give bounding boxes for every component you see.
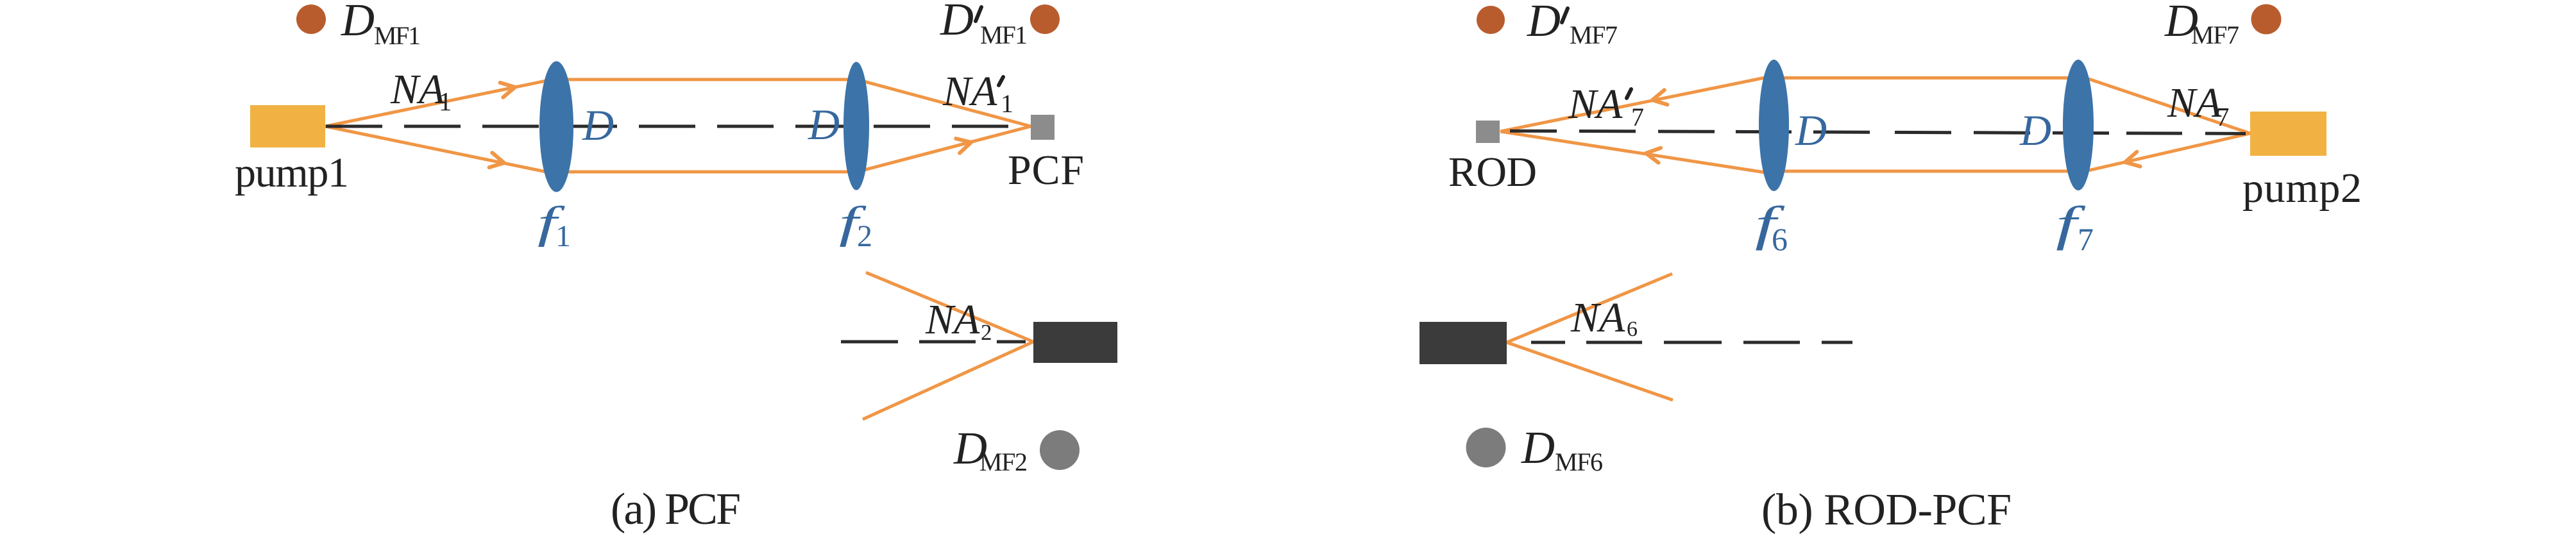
svg-text:1: 1 — [439, 87, 452, 116]
svg-text:NA: NA — [390, 66, 445, 113]
svg-text:(b) ROD-PCF: (b) ROD-PCF — [1761, 485, 2012, 535]
svg-text:ROD: ROD — [1448, 149, 1537, 196]
svg-text:6: 6 — [1772, 221, 1788, 257]
svg-text:NA: NA — [2167, 80, 2222, 126]
svg-text:1: 1 — [555, 219, 571, 253]
svg-text:MF6: MF6 — [1555, 448, 1603, 476]
svg-text:7: 7 — [1631, 103, 1644, 131]
svg-text:D: D — [2019, 106, 2051, 155]
svg-text:PCF: PCF — [1008, 147, 1084, 194]
svg-text:6: 6 — [1627, 317, 1638, 341]
svg-text:7: 7 — [2078, 221, 2094, 257]
svg-text:D: D — [341, 0, 375, 46]
svg-text:pump1: pump1 — [235, 149, 349, 196]
svg-text:D: D — [1527, 0, 1561, 46]
svg-text:D: D — [808, 100, 840, 149]
svg-text:pump2: pump2 — [2242, 165, 2362, 212]
svg-text:MF2: MF2 — [979, 448, 1028, 476]
svg-text:MF1: MF1 — [980, 21, 1028, 49]
svg-text:D: D — [1521, 422, 1555, 473]
svg-text:D: D — [2164, 0, 2198, 46]
svg-text:D: D — [582, 101, 614, 149]
svg-text:NA: NA — [1570, 294, 1625, 341]
svg-text:NA: NA — [925, 296, 980, 343]
svg-text:MF7: MF7 — [2191, 21, 2239, 49]
svg-text:NA: NA — [942, 68, 997, 115]
svg-text:2: 2 — [857, 219, 872, 253]
svg-text:(a) PCF: (a) PCF — [611, 485, 741, 534]
svg-text:2: 2 — [981, 320, 992, 345]
svg-text:D: D — [953, 423, 987, 474]
svg-text:NA: NA — [1568, 81, 1623, 128]
svg-text:MF7: MF7 — [1570, 21, 1618, 49]
svg-text:7: 7 — [2216, 102, 2230, 131]
svg-text:MF1: MF1 — [374, 21, 421, 50]
svg-text:1: 1 — [1001, 89, 1013, 118]
svg-text:D: D — [1795, 106, 1827, 155]
svg-text:D: D — [940, 0, 974, 45]
